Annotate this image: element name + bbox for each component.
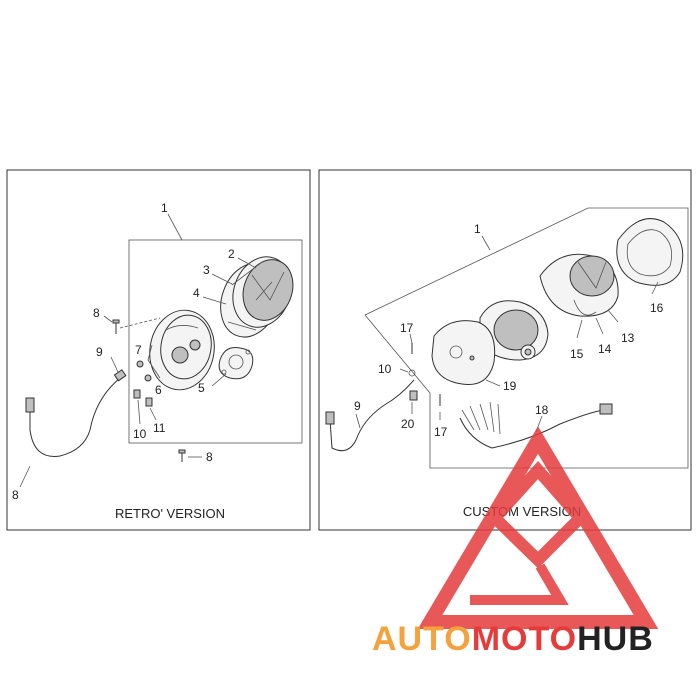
custom-callout-19: 19: [503, 379, 517, 393]
custom-group-frame: [364, 207, 689, 469]
watermark-auto: AUTO: [372, 620, 472, 658]
retro-group-frame: [128, 239, 303, 444]
custom-callout-16: 16: [650, 301, 664, 315]
retro-callout-9: 8: [12, 488, 19, 502]
retro-callout-8-top: 8: [93, 306, 100, 320]
retro-callout-8-bottom: 8: [206, 450, 213, 464]
watermark-text-auto: AUTOMOTOHUB: [372, 620, 654, 658]
retro-version-title: RETRO' VERSION: [115, 506, 225, 521]
retro-callout-11: 10: [133, 427, 147, 441]
retro-speedometer-cable: [25, 369, 127, 457]
custom-callout-14: 14: [598, 342, 612, 356]
retro-socket-11: [133, 389, 141, 399]
custom-speedometer-cable: [325, 379, 415, 452]
retro-panel-frame: [6, 169, 311, 531]
retro-callout-3: 3: [203, 263, 210, 277]
retro-bulb-7: [136, 360, 144, 368]
custom-lens-assembly: [539, 253, 619, 317]
custom-callout-10: 10: [378, 362, 392, 376]
retro-mount-bracket: [218, 347, 254, 380]
automotohub-logo: [417, 426, 659, 629]
retro-callout-4: 4: [193, 286, 200, 300]
custom-callout-17-top: 17: [400, 321, 414, 335]
retro-callout-6: 6: [155, 383, 162, 397]
retro-socket-12: [145, 397, 153, 407]
retro-callout-5: 5: [198, 381, 205, 395]
custom-callout-15: 15: [570, 347, 584, 361]
watermark-moto: MOTO: [472, 620, 577, 658]
custom-callout-17-bottom: 17: [434, 425, 448, 439]
custom-callout-9: 9: [354, 399, 361, 413]
retro-callout-10: 9: [96, 345, 103, 359]
retro-callout-1: 1: [161, 201, 168, 215]
retro-bulb-6: [144, 374, 152, 382]
retro-callout-7: 7: [135, 343, 142, 357]
retro-callout-12: 11: [153, 421, 166, 435]
custom-callout-1: 1: [474, 222, 481, 236]
custom-part-20: [409, 390, 418, 401]
retro-speedometer-body: [147, 309, 215, 391]
retro-bezel-assembly: [220, 256, 294, 338]
custom-wiring-harness: [459, 401, 613, 449]
custom-gauge-body: [479, 300, 549, 361]
custom-outer-bezel: [616, 218, 684, 286]
watermark-hub: HUB: [577, 620, 654, 658]
custom-callout-18: 18: [535, 403, 549, 417]
retro-callout-2: 2: [228, 247, 235, 261]
custom-callout-20: 20: [401, 417, 415, 431]
custom-housing: [431, 320, 496, 386]
custom-callout-13: 13: [621, 331, 635, 345]
